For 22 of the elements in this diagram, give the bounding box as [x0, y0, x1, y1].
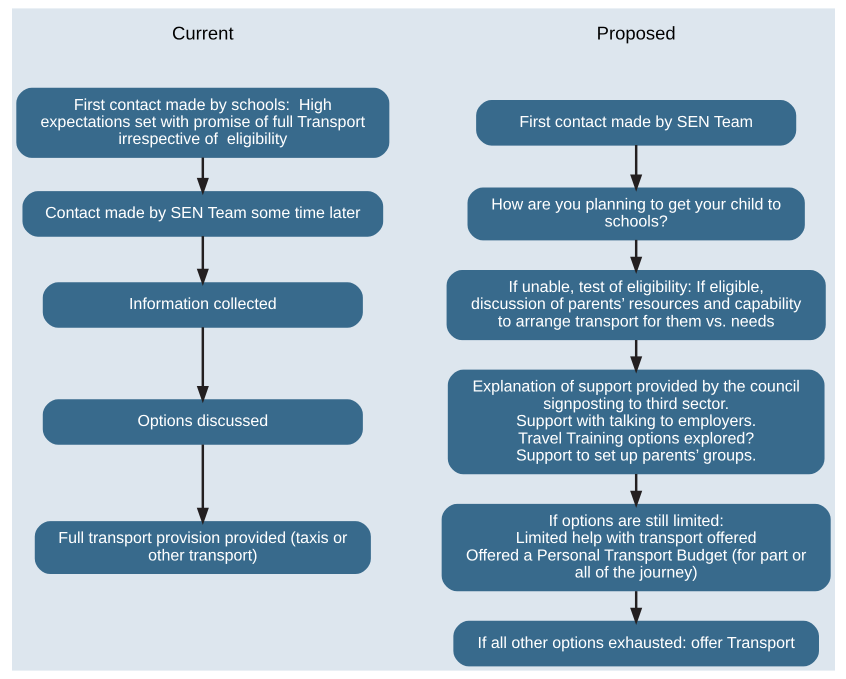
node-box: Options discussed [42, 399, 362, 445]
node-box: Contact made by SEN Team some time later [22, 191, 383, 237]
arrow [630, 240, 642, 274]
arrow [196, 158, 208, 196]
arrow [196, 327, 208, 404]
arrow [196, 236, 208, 286]
label: Proposed [596, 22, 676, 44]
arrow [630, 474, 642, 508]
node-box: Information collected [42, 282, 362, 328]
arrow [630, 591, 642, 626]
node-box: If unable, test of eligibility: If eligible, discussion of parents’ resources and capability to arrange transport for them vs. needs [446, 270, 826, 340]
arrow [630, 145, 642, 192]
node-box: If options are still limited: Limited help with transport offered Offered a Personal Transport Budget (for part or all of the journey) [441, 504, 830, 592]
node-box: First contact made by schools: High expectations set with promise of full Transport irrespective of eligibility [16, 88, 389, 158]
node-box: First contact made by SEN Team [476, 100, 796, 146]
node-box: Explanation of support provided by the council signposting to third sector. Support with talking to employers. Travel Training options explored? Support to set up parents’ groups. [447, 370, 824, 474]
arrow [196, 444, 208, 526]
node-box: Full transport provision provided (taxis or other transport) [34, 521, 370, 574]
arrow [630, 340, 642, 374]
label: Current [172, 22, 234, 44]
node-box: If all other options exhausted: offer Transport [452, 620, 818, 666]
node-box: How are you planning to get your child to schools? [467, 187, 804, 240]
